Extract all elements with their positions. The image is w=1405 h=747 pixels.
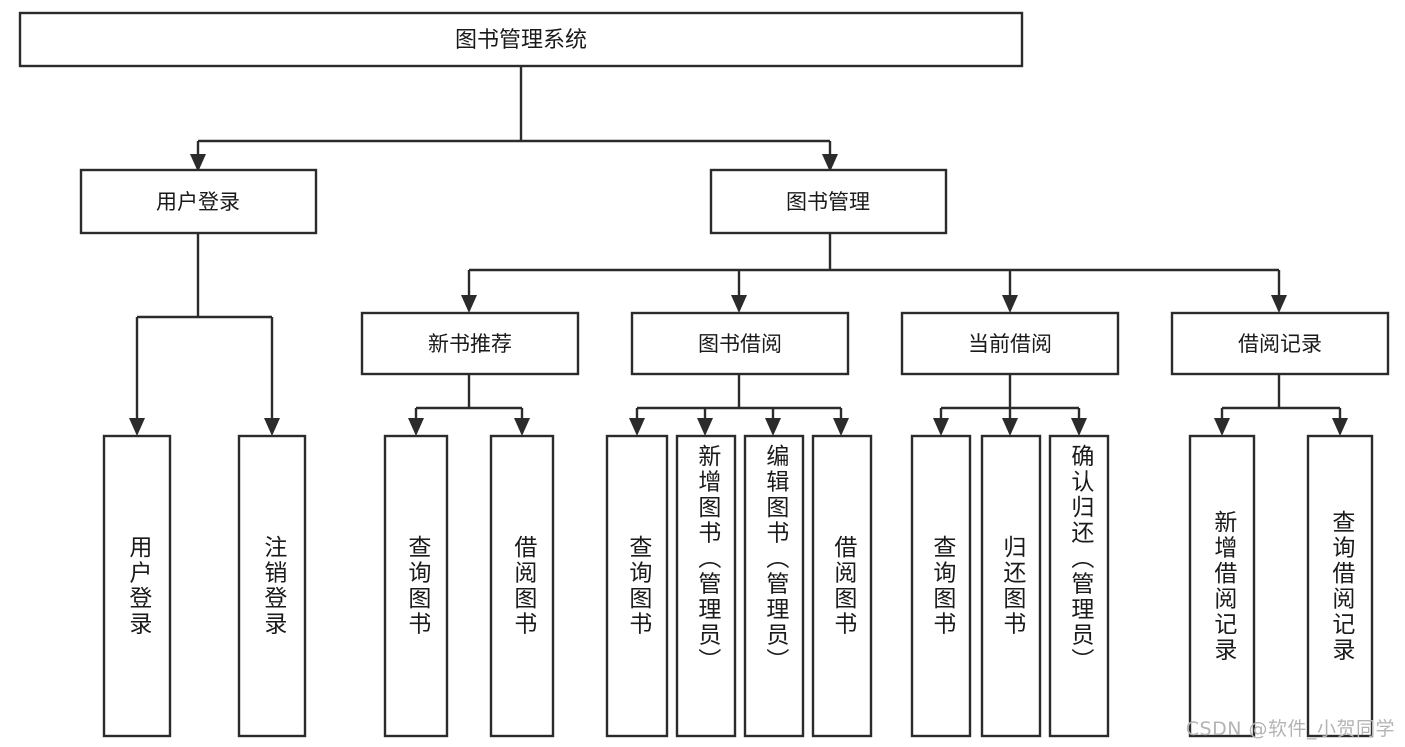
connector-current-borrow-branch	[939, 374, 1081, 420]
connector-group-root-to-level2	[190, 66, 838, 172]
arrow-to-current-borrow	[1002, 295, 1018, 313]
leaf-box-borrow-book-2[interactable]	[811, 434, 873, 738]
arrow-to-leaf-add-book	[697, 418, 713, 436]
arrow-to-leaf-edit-book	[765, 418, 781, 436]
node-box-borrow-record[interactable]	[1170, 311, 1390, 376]
connector-book-borrow-branch	[635, 374, 843, 420]
arrow-to-leaf-query-book-2	[629, 418, 645, 436]
connector-borrow-record-branch	[1220, 374, 1342, 420]
node-label-user-login: 用户登录	[156, 190, 240, 214]
leaf-box-query-book-3[interactable]	[910, 434, 972, 738]
node-label-book-borrow: 图书借阅	[698, 332, 782, 356]
connector-group-book-management-to-level3	[461, 233, 1287, 313]
node-box-user-login[interactable]	[79, 168, 318, 235]
connector-group-borrow-record-to-leaves	[1214, 374, 1348, 436]
connector-group-new-book-to-leaves	[408, 374, 530, 436]
node-box-book-borrow[interactable]	[630, 311, 850, 376]
arrow-to-leaf-borrow-book-1	[514, 418, 530, 436]
leaf-box-query-record[interactable]	[1306, 434, 1374, 738]
leaf-box-return-book[interactable]	[980, 434, 1042, 738]
node-box-current-borrow[interactable]	[900, 311, 1120, 376]
arrow-to-book-borrow	[731, 295, 747, 313]
arrow-to-book-management	[822, 154, 838, 172]
node-box-new-book[interactable]	[360, 311, 580, 376]
arrow-to-user-login	[190, 154, 206, 172]
arrow-to-leaf-user-login	[129, 418, 145, 436]
connector-user-login-branch	[135, 233, 274, 420]
arrow-to-new-book	[461, 295, 477, 313]
leaf-box-confirm-return[interactable]	[1048, 434, 1110, 738]
leaf-box-query-book-2[interactable]	[605, 434, 669, 738]
leaf-box-query-book-1[interactable]	[383, 434, 449, 738]
arrow-to-leaf-logout	[264, 418, 280, 436]
node-label-root: 图书管理系统	[455, 28, 587, 53]
leaf-box-user-login[interactable]	[102, 434, 172, 738]
arrow-to-leaf-return-book	[1002, 418, 1018, 436]
leaf-box-edit-book[interactable]	[743, 434, 805, 738]
arrow-to-leaf-confirm-return	[1071, 418, 1087, 436]
connector-group-book-borrow-to-leaves	[629, 374, 849, 436]
connector-group-user-login-to-leaves	[129, 233, 280, 436]
leaf-box-logout[interactable]	[237, 434, 307, 738]
leaf-box-add-record[interactable]	[1188, 434, 1256, 738]
arrow-to-leaf-add-record	[1214, 418, 1230, 436]
node-label-new-book: 新书推荐	[428, 332, 512, 356]
arrow-to-leaf-query-record	[1332, 418, 1348, 436]
connector-new-book-branch	[414, 374, 524, 420]
leaf-box-borrow-book-1[interactable]	[489, 434, 555, 738]
arrow-to-leaf-query-book-3	[933, 418, 949, 436]
node-box-book-management[interactable]	[709, 168, 948, 235]
node-label-borrow-record: 借阅记录	[1238, 332, 1322, 356]
node-box-root[interactable]	[18, 11, 1024, 68]
node-label-book-management: 图书管理	[786, 190, 870, 214]
leaf-box-add-book[interactable]	[675, 434, 737, 738]
node-label-current-borrow: 当前借阅	[968, 332, 1052, 356]
connector-book-management-branch	[467, 233, 1281, 297]
arrow-to-leaf-query-book-1	[408, 418, 424, 436]
arrow-to-borrow-record	[1271, 295, 1287, 313]
connector-group-current-borrow-to-leaves	[933, 374, 1087, 436]
arrow-to-leaf-borrow-book-2	[833, 418, 849, 436]
connector-root-branch	[196, 66, 832, 156]
